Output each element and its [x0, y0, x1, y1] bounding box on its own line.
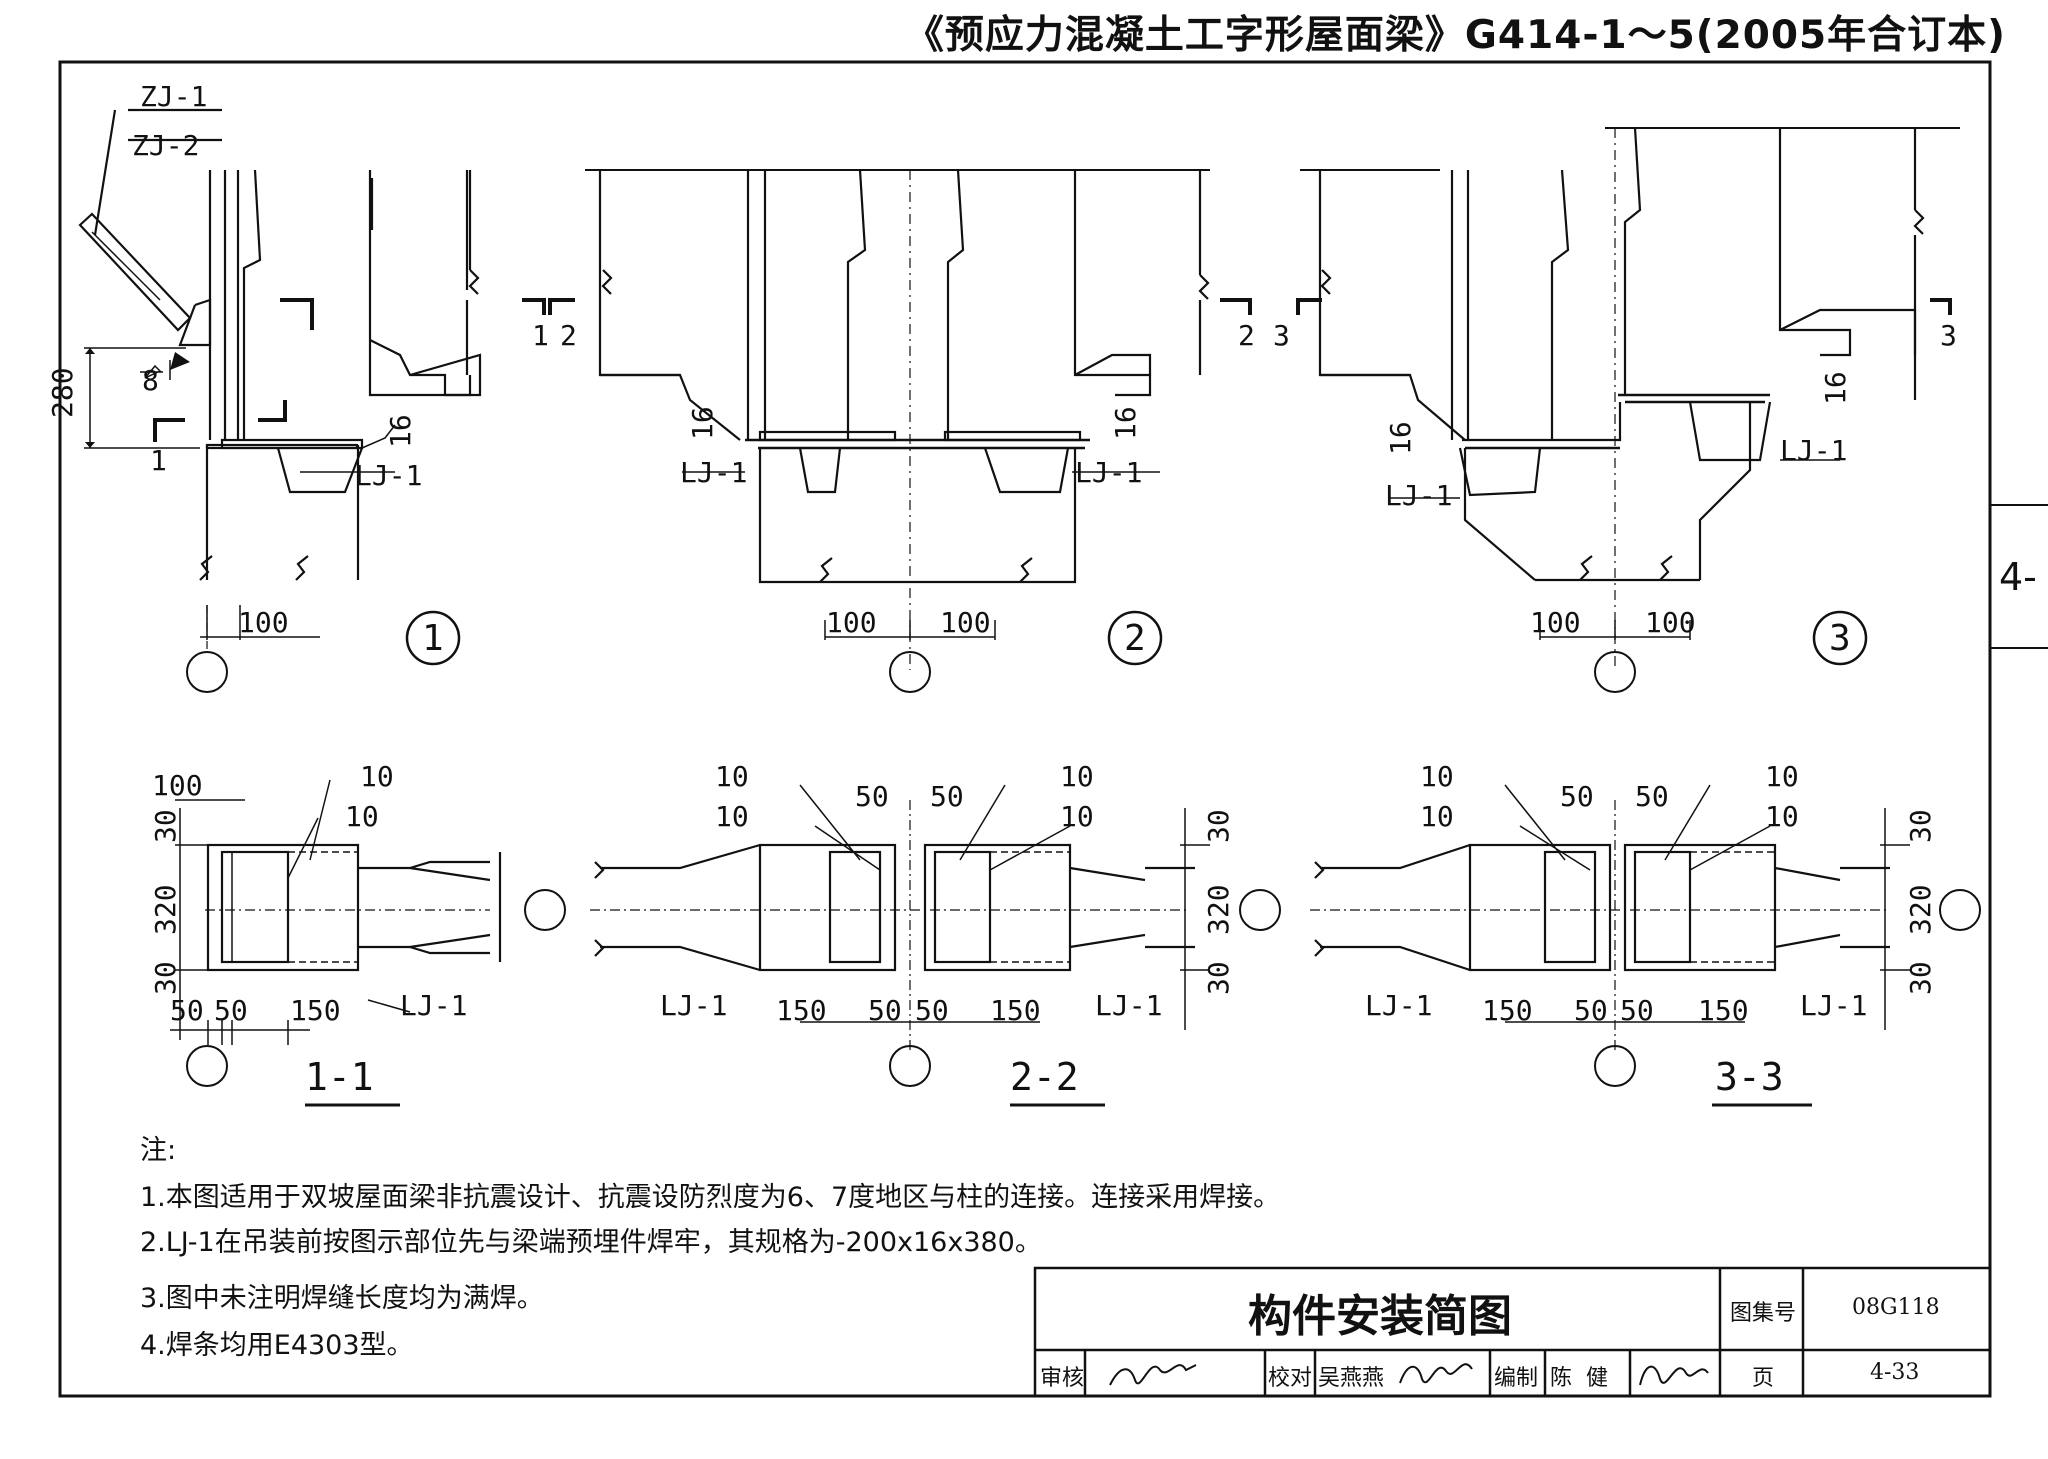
compiler-name: 陈 健 [1550, 1366, 1608, 1391]
section-title-2-2: 2-2 [1010, 1055, 1079, 1099]
section-title-3-3: 3-3 [1715, 1055, 1784, 1099]
dim-100-left: 100 [1530, 606, 1581, 639]
section-mark-2-right: 2 [1238, 319, 1255, 352]
label-lj1-right: LJ-1 [1075, 456, 1142, 489]
label-lj1: LJ-1 [400, 989, 467, 1022]
checker-name: 吴燕燕 [1318, 1366, 1385, 1391]
dim-30-top: 30 [149, 809, 182, 843]
dim-320: 320 [149, 884, 182, 935]
dim-320: 320 [1202, 884, 1235, 935]
label-lj1-right: LJ-1 [1780, 434, 1847, 467]
dim-320: 320 [1904, 884, 1937, 935]
dim-50-left: 50 [855, 780, 889, 813]
dim-100-right: 100 [1645, 606, 1696, 639]
title-block-grid [1033, 1266, 1992, 1398]
section-mark-2-left: 2 [560, 319, 577, 352]
dim-100-left: 100 [826, 606, 877, 639]
weld-size-l1: 10 [1420, 760, 1454, 793]
dim-150: 150 [290, 994, 341, 1027]
weld-size-l2: 10 [715, 800, 749, 833]
dim-16: 16 [384, 414, 417, 448]
label-lj1-left: LJ-1 [1385, 479, 1452, 512]
label-lj1-right: LJ-1 [1800, 989, 1867, 1022]
dim-50b-right: 50 [915, 994, 949, 1027]
dim-16-right: 16 [1819, 371, 1852, 405]
label-zj2: ZJ-2 [132, 129, 199, 162]
notes-heading: 注: [140, 1135, 177, 1166]
dim-16-right: 16 [1109, 406, 1142, 440]
dim-30-bottom: 30 [149, 961, 182, 995]
detail-number-1: 1 [422, 618, 444, 659]
label-lj1-left: LJ-1 [660, 989, 727, 1022]
detail-1 [78, 108, 546, 693]
dim-50-right: 50 [930, 780, 964, 813]
dim-100: 100 [238, 606, 289, 639]
section-3-3 [1310, 784, 1981, 1107]
check-label: 校对 [1268, 1366, 1313, 1391]
detail-number-3: 3 [1829, 618, 1851, 659]
dim-50a: 50 [170, 994, 204, 1027]
signatures [1109, 1363, 1709, 1386]
page-label: 页 [1752, 1366, 1775, 1391]
dim-30-top: 30 [1202, 809, 1235, 843]
dim-280: 280 [46, 367, 79, 418]
dim-150-left: 150 [776, 994, 827, 1027]
label-lj1-left: LJ-1 [1365, 989, 1432, 1022]
section-title-1-1: 1-1 [305, 1055, 374, 1099]
dim-150-right: 150 [990, 994, 1041, 1027]
note-item-3: 3.图中未注明焊缝长度均为满焊。 [140, 1283, 544, 1314]
weld-size-r1: 10 [1060, 760, 1094, 793]
note-item-4: 4.焊条均用E4303型。 [140, 1330, 414, 1361]
chapter-side-tab: 4- [1999, 555, 2037, 599]
weld-size-8: 8 [142, 364, 159, 397]
section-2-2 [590, 784, 1281, 1107]
compile-label: 编制 [1494, 1366, 1539, 1391]
section-mark-1-right: 1 [532, 319, 549, 352]
atlas-number: 08G118 [1852, 1295, 1940, 1320]
section-mark-3-right: 3 [1940, 319, 1957, 352]
label-zj1: ZJ-1 [140, 80, 207, 113]
dim-50-right: 50 [1635, 780, 1669, 813]
drawing-frame [58, 60, 1992, 1398]
dim-30-bottom: 30 [1202, 961, 1235, 995]
dim-16-left: 16 [1384, 421, 1417, 455]
section-1-1 [170, 779, 566, 1107]
weld-size-l1: 10 [715, 760, 749, 793]
atlas-label: 图集号 [1730, 1301, 1797, 1326]
weld-size-b: 10 [345, 800, 379, 833]
detail-number-2: 2 [1124, 618, 1146, 659]
dim-50b-left: 50 [1574, 994, 1608, 1027]
label-lj1-left: LJ-1 [680, 456, 747, 489]
weld-size-r1: 10 [1765, 760, 1799, 793]
weld-size-r2: 10 [1765, 800, 1799, 833]
weld-size-l2: 10 [1420, 800, 1454, 833]
dim-100-right: 100 [940, 606, 991, 639]
dim-150-right: 150 [1698, 994, 1749, 1027]
review-label: 审核 [1040, 1366, 1085, 1391]
document-title: 《预应力混凝土工字形屋面梁》G414-1～5(2005年合订本) [904, 13, 2006, 58]
note-item-1: 1.本图适用于双坡屋面梁非抗震设计、抗震设防烈度为6、7度地区与柱的连接。连接采… [140, 1182, 1281, 1213]
dim-50b-left: 50 [868, 994, 902, 1027]
label-lj1-right: LJ-1 [1095, 989, 1162, 1022]
label-lj1: LJ-1 [355, 459, 422, 492]
page-number: 4-33 [1870, 1360, 1920, 1385]
weld-size-r2: 10 [1060, 800, 1094, 833]
dim-50b: 50 [214, 994, 248, 1027]
dim-30-bottom: 30 [1904, 961, 1937, 995]
dim-100: 100 [152, 769, 203, 802]
detail-3 [1296, 127, 1960, 693]
note-item-2: 2.LJ-1在吊装前按图示部位先与梁端预埋件焊牢，其规格为-200x16x380… [140, 1227, 1042, 1258]
dim-150-left: 150 [1482, 994, 1533, 1027]
weld-size-a: 10 [360, 760, 394, 793]
dim-30-top: 30 [1904, 809, 1937, 843]
dim-50-left: 50 [1560, 780, 1594, 813]
drawing-title: 构件安装简图 [1248, 1291, 1512, 1342]
dim-16-left: 16 [686, 406, 719, 440]
detail-2 [548, 169, 1252, 693]
section-mark-1-left: 1 [150, 444, 167, 477]
dim-50b-right: 50 [1620, 994, 1654, 1027]
section-mark-3-left: 3 [1273, 319, 1290, 352]
